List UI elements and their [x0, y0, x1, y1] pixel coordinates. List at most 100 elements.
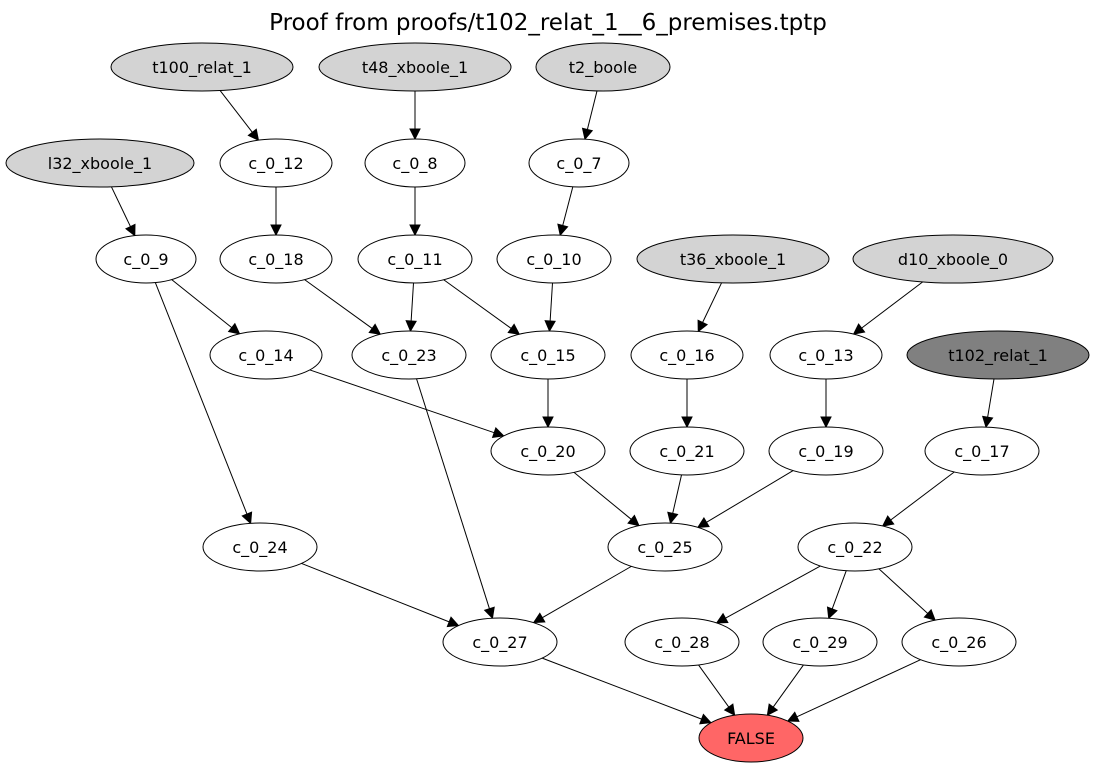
- node-label: c_0_16: [659, 346, 714, 366]
- node-ellipse: [110, 42, 294, 92]
- node-label: c_0_26: [931, 633, 986, 653]
- edge-c_0_17-to-c_0_22: [881, 471, 955, 527]
- node-label: c_0_23: [381, 346, 436, 366]
- arrowhead: [681, 416, 693, 429]
- node-ellipse: [95, 234, 197, 284]
- edge-c_0_16-to-c_0_21: [681, 379, 693, 429]
- edge-c_0_27-to-FALSE: [542, 657, 713, 725]
- node-ellipse: [762, 617, 878, 667]
- edge-c_0_24-to-c_0_27: [301, 562, 460, 628]
- node-label: c_0_10: [526, 250, 581, 270]
- node-ellipse: [490, 330, 606, 380]
- node-t2-boole: t2_boole: [535, 42, 671, 92]
- arrowhead: [241, 511, 253, 525]
- node-ellipse: [318, 42, 512, 92]
- node-ellipse: [219, 138, 333, 188]
- edge-c_0_9-to-c_0_14: [171, 279, 241, 335]
- node-ellipse: [364, 138, 466, 188]
- edge-c_0_14-to-c_0_20: [309, 369, 505, 439]
- edge-c_0_28-to-FALSE: [698, 664, 736, 717]
- node-c-0-8: c_0_8: [364, 138, 466, 188]
- edge-t48_xboole_1-to-c_0_8: [409, 91, 421, 141]
- arrowhead: [696, 517, 710, 528]
- arrowhead: [483, 606, 495, 620]
- node-label: c_0_19: [798, 442, 853, 462]
- node-label: d10_xboole_0: [898, 250, 1008, 270]
- node-c-0-14: c_0_14: [209, 330, 323, 380]
- node-ellipse: [496, 234, 612, 284]
- node-c-0-12: c_0_12: [219, 138, 333, 188]
- arrowhead: [699, 713, 713, 725]
- edge-l32_xboole_1-to-c_0_9: [110, 186, 136, 237]
- node-label: t36_xboole_1: [680, 250, 786, 270]
- node-label: FALSE: [727, 729, 775, 748]
- node-ellipse: [624, 617, 740, 667]
- arrowhead: [368, 323, 382, 335]
- node-ellipse: [357, 234, 473, 284]
- arrowhead: [923, 608, 936, 621]
- node-c-0-21: c_0_21: [629, 426, 745, 476]
- edge-t2_boole-to-c_0_7: [581, 90, 598, 141]
- node-c-0-18: c_0_18: [219, 234, 333, 284]
- node-label: c_0_15: [520, 346, 575, 366]
- arrowhead: [766, 703, 779, 717]
- arrowhead: [826, 606, 838, 620]
- node-label: c_0_29: [792, 633, 847, 653]
- edge-c_0_13-to-c_0_19: [820, 379, 832, 429]
- node-ellipse: [202, 522, 318, 572]
- node-c-0-15: c_0_15: [490, 330, 606, 380]
- arrowhead: [852, 323, 866, 335]
- edge-c_0_15-to-c_0_20: [542, 379, 554, 429]
- node-label: c_0_24: [232, 538, 287, 558]
- node-c-0-9: c_0_9: [95, 234, 197, 284]
- arrowhead: [409, 224, 421, 237]
- node-c-0-23: c_0_23: [351, 330, 467, 380]
- arrowhead: [715, 612, 729, 624]
- edge-c_0_21-to-c_0_25: [667, 474, 683, 525]
- edge-c_0_22-to-c_0_26: [878, 568, 936, 621]
- node-c-0-19: c_0_19: [768, 426, 884, 476]
- arrowhead: [544, 320, 556, 333]
- node-label: c_0_20: [520, 442, 575, 462]
- node-ellipse: [629, 426, 745, 476]
- edge-c_0_26-to-FALSE: [786, 659, 921, 722]
- edge-c_0_25-to-c_0_27: [532, 565, 632, 624]
- node-label: c_0_9: [123, 250, 168, 270]
- node-ellipse: [5, 138, 195, 188]
- arrowhead: [542, 416, 554, 429]
- node-label: c_0_11: [387, 250, 442, 270]
- node-ellipse: [768, 426, 884, 476]
- arrowhead: [270, 224, 282, 237]
- node-label: c_0_22: [827, 538, 882, 558]
- node-ellipse: [535, 42, 671, 92]
- node-label: c_0_12: [248, 154, 303, 174]
- diagram-title: Proof from proofs/t102_relat_1__6_premis…: [269, 10, 827, 36]
- edge-c_0_29-to-FALSE: [766, 664, 804, 717]
- node-label: c_0_17: [954, 442, 1009, 462]
- arrowhead: [723, 703, 736, 717]
- arrowhead: [627, 514, 640, 527]
- arrowhead: [697, 319, 709, 333]
- arrowhead: [581, 127, 594, 141]
- arrowhead: [557, 223, 569, 237]
- node-ellipse: [924, 426, 1040, 476]
- edge-c_0_22-to-c_0_29: [826, 570, 847, 620]
- node-label: t102_relat_1: [948, 346, 1048, 366]
- node-c-0-10: c_0_10: [496, 234, 612, 284]
- arrowhead: [786, 711, 800, 722]
- node-ellipse: [852, 234, 1054, 284]
- arrowhead: [667, 511, 679, 525]
- edge-c_0_23-to-c_0_27: [416, 378, 495, 620]
- edge-layer: [110, 90, 995, 725]
- node-c-0-27: c_0_27: [442, 617, 558, 667]
- edge-c_0_20-to-c_0_25: [573, 471, 640, 527]
- node-c-0-13: c_0_13: [769, 330, 883, 380]
- edge-t102_relat_1-to-c_0_17: [981, 378, 995, 429]
- arrowhead: [881, 515, 895, 527]
- arrowhead: [247, 128, 260, 142]
- edge-c_0_7-to-c_0_10: [557, 186, 574, 237]
- node-t36-xboole-1: t36_xboole_1: [636, 234, 830, 284]
- node-label: c_0_7: [556, 154, 601, 174]
